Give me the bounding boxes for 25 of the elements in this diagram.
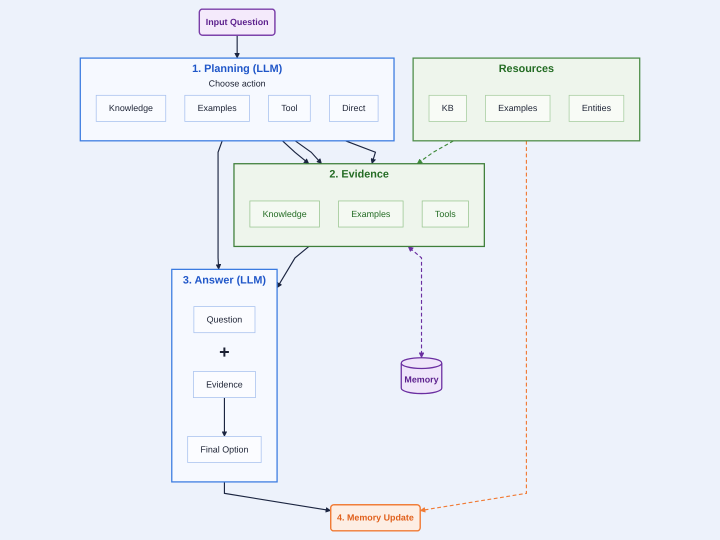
node-box: Examples: [184, 94, 250, 122]
operator-label: +: [219, 343, 230, 362]
node-box: Question: [193, 306, 256, 334]
node-box: Tools: [422, 200, 469, 228]
node-box: Tool: [268, 94, 311, 122]
node-box: Examples: [485, 94, 550, 122]
node-box: Direct: [329, 94, 378, 122]
node-box: KB: [428, 94, 467, 122]
arrow: [408, 246, 424, 358]
arrow: [276, 246, 310, 288]
node-box: Final Option: [187, 436, 262, 463]
node-box: Examples: [338, 200, 404, 228]
arrow: [345, 140, 376, 164]
node-box: Entities: [568, 94, 624, 122]
node-box: Knowledge: [250, 200, 320, 228]
node-box: Knowledge: [96, 94, 166, 122]
arrow: [234, 35, 240, 58]
arrow: [294, 140, 322, 164]
arrow: [282, 140, 310, 164]
arrow: [216, 140, 223, 270]
arrow: [222, 398, 228, 437]
arrow: [420, 140, 527, 513]
arrow: [416, 140, 454, 164]
arrow: [224, 482, 331, 513]
node-box: Evidence: [193, 371, 256, 398]
